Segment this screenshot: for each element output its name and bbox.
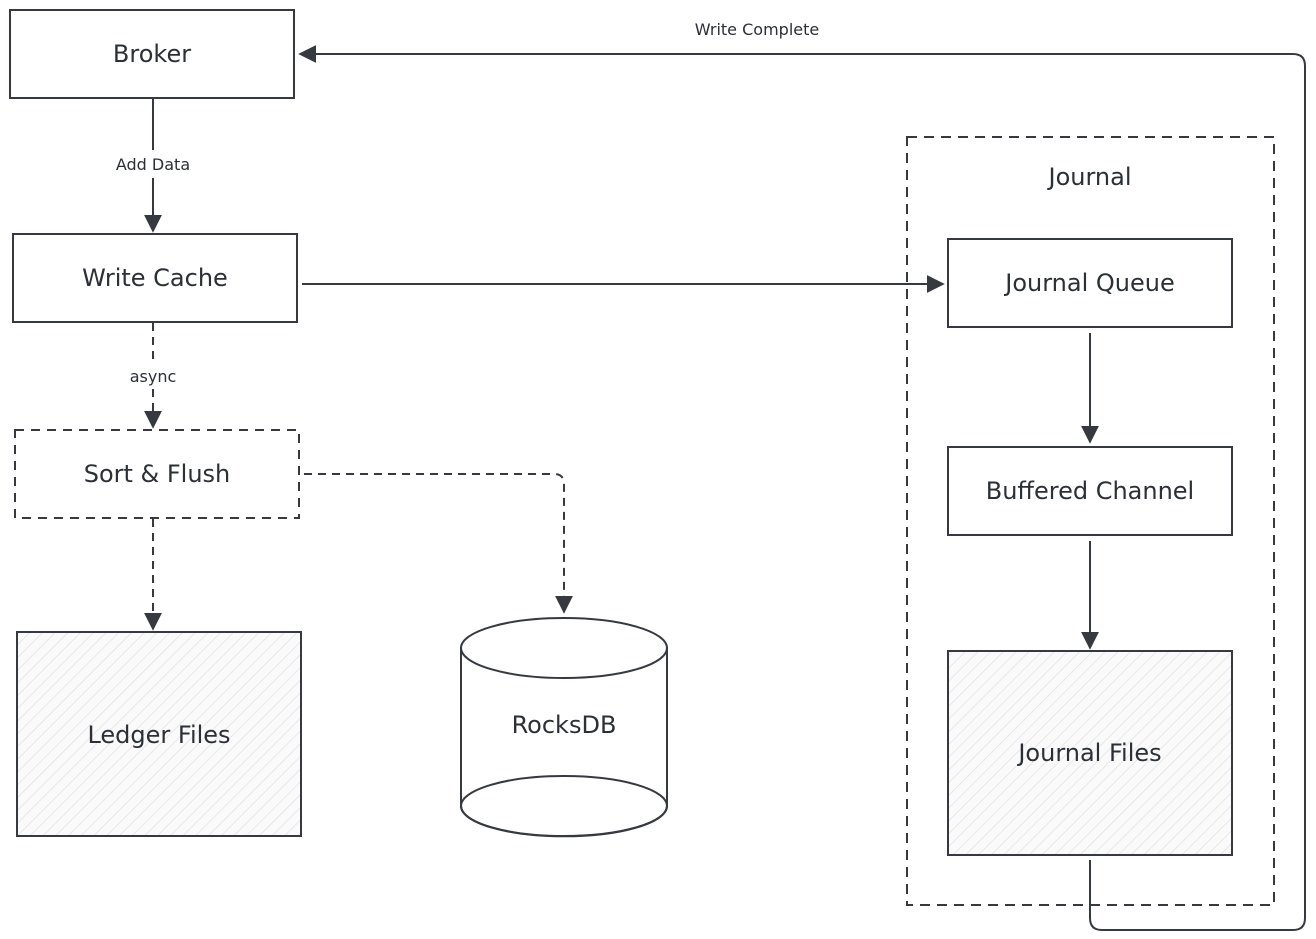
node-journal-queue[interactable]: Journal Queue xyxy=(947,238,1233,328)
broker-box xyxy=(9,9,295,99)
edge-line-arrow xyxy=(304,473,573,614)
edge-label-async: async xyxy=(130,367,177,386)
node-ledger-files[interactable]: Ledger Files xyxy=(16,631,302,837)
edge-label-write-complete: Write Complete xyxy=(695,20,819,39)
journal-files-label: Journal Files xyxy=(1016,739,1161,767)
ledger-files-label: Ledger Files xyxy=(87,721,230,749)
edge-label-add-data: Add Data xyxy=(116,155,190,174)
node-journal-files[interactable]: Journal Files xyxy=(947,650,1233,856)
node-broker[interactable]: Broker xyxy=(9,9,295,99)
write-cache-label: Write Cache xyxy=(82,264,228,292)
rocksdb-top-ellipse xyxy=(460,617,668,679)
node-sort-flush[interactable]: Sort & Flush xyxy=(14,429,300,519)
edge-write-cache-to-sort-flush[interactable]: async xyxy=(130,323,177,429)
edge-sort-flush-to-rocksdb[interactable] xyxy=(304,473,573,614)
edge-broker-to-write-cache[interactable]: Add Data xyxy=(116,99,190,233)
sort-flush-box xyxy=(14,429,300,519)
write-cache-box xyxy=(12,233,298,323)
rocksdb-bottom-ellipse xyxy=(460,775,668,837)
edge-line-arrow xyxy=(298,45,1306,931)
node-write-cache[interactable]: Write Cache xyxy=(12,233,298,323)
rocksdb-label: RocksDB xyxy=(512,711,617,739)
buffered-channel-label: Buffered Channel xyxy=(986,477,1194,505)
node-buffered-channel[interactable]: Buffered Channel xyxy=(947,446,1233,536)
broker-label: Broker xyxy=(113,40,191,68)
edge-journal-files-to-broker[interactable]: Write Complete xyxy=(298,20,1306,931)
journal-group-label: Journal xyxy=(1046,163,1131,191)
node-rocksdb[interactable]: RocksDB xyxy=(460,617,668,838)
sort-flush-label: Sort & Flush xyxy=(84,460,231,488)
ledger-files-box xyxy=(16,631,302,837)
journal-files-box xyxy=(947,650,1233,856)
journal-queue-label: Journal Queue xyxy=(1003,269,1174,297)
journal-queue-box xyxy=(947,238,1233,328)
buffered-channel-box xyxy=(947,446,1233,536)
